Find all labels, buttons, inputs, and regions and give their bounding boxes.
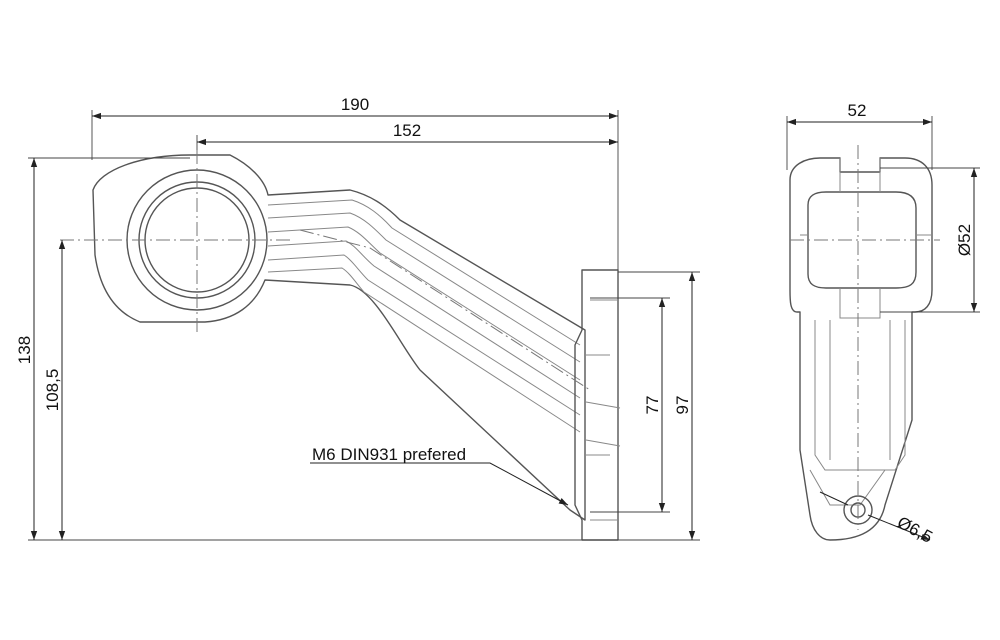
dim-text-138: 138 (15, 336, 34, 364)
front-view (60, 150, 621, 541)
lamp-head-outline (92, 154, 586, 521)
bolt-leader (310, 462, 569, 506)
arm-ribs (267, 199, 581, 433)
side-dimension-lines (786, 116, 980, 540)
side-body-outline (789, 157, 933, 541)
dim-text-d52: Ø52 (955, 224, 974, 256)
dim-text-152: 152 (393, 121, 421, 140)
arm-centerline (299, 229, 591, 391)
dim-line-hole (819, 491, 930, 540)
dim-text-97: 97 (673, 396, 692, 415)
dim-text-108: 108,5 (43, 369, 62, 412)
dim-text-52: 52 (848, 101, 867, 120)
side-lens-outline (807, 191, 917, 289)
side-view (789, 145, 940, 541)
dim-text-hole: Ø6,5 (894, 513, 935, 547)
mounting-bracket (574, 269, 619, 541)
dim-text-190: 190 (341, 95, 369, 114)
dim-text-77: 77 (643, 396, 662, 415)
dimension-lines (30, 112, 696, 540)
bolt-note: M6 DIN931 prefered (312, 445, 466, 464)
extension-lines (28, 110, 700, 541)
